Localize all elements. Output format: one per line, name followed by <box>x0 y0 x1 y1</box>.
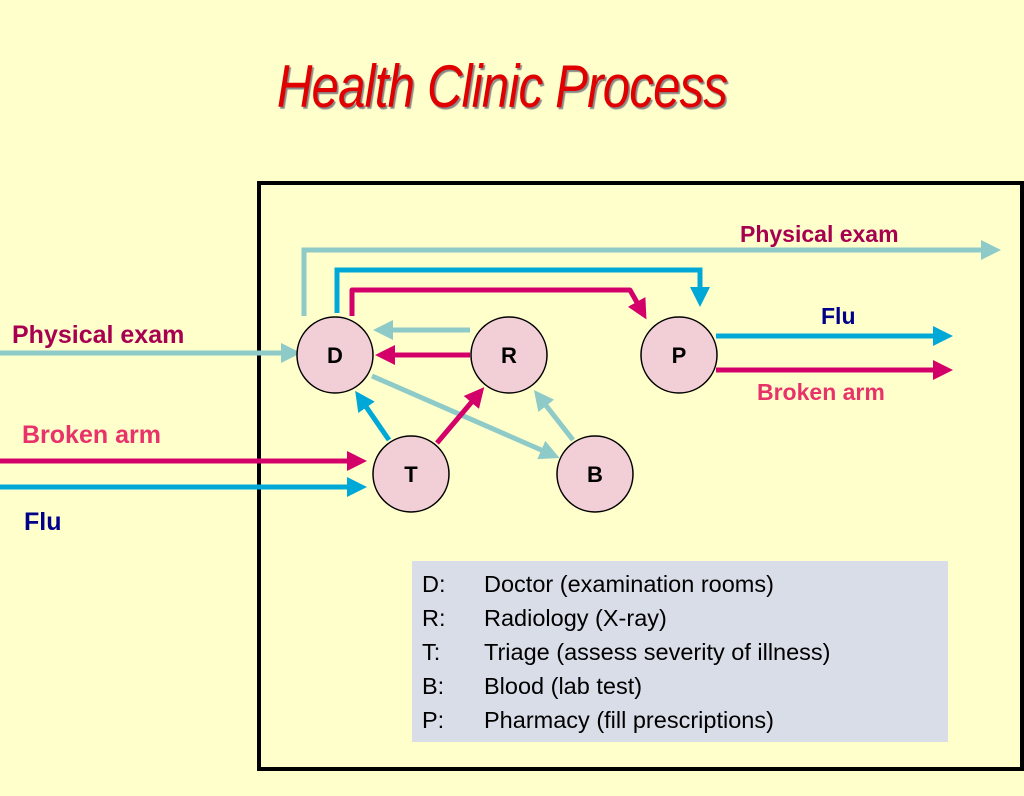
label-physical-exam-in: Physical exam <box>12 321 184 349</box>
node-doctor-label: D <box>327 343 343 368</box>
node-pharmacy-label: P <box>672 343 687 368</box>
node-pharmacy: P <box>640 316 718 394</box>
legend-text: Blood (lab test) <box>484 673 643 699</box>
legend-key: B: <box>422 673 445 699</box>
clinic-boundary <box>257 181 1024 771</box>
node-radiology-label: R <box>501 343 517 368</box>
arrow-b-to-r-physical <box>533 390 575 442</box>
legend-key: P: <box>422 707 445 733</box>
legend-row-triage: T: Triage (assess severity of illness) <box>422 637 948 671</box>
node-blood: B <box>556 435 634 513</box>
legend-row-pharmacy: P: Pharmacy (fill prescriptions) <box>422 705 948 739</box>
legend-key: T: <box>422 639 441 665</box>
legend-text: Pharmacy (fill prescriptions) <box>484 707 774 733</box>
arrow-d-to-b-physical <box>370 373 560 460</box>
legend-row-blood: B: Blood (lab test) <box>422 671 948 705</box>
legend-box: D: Doctor (examination rooms) R: Radiolo… <box>412 561 948 742</box>
node-triage-label: T <box>404 462 418 487</box>
arrow-d-to-p-broken <box>349 287 647 320</box>
arrow-t-to-r-broken <box>435 387 485 445</box>
physical-exam-outflow-arrow <box>301 240 1001 316</box>
label-flu-out: Flu <box>821 303 856 329</box>
arrow-d-to-p-flu <box>334 267 710 313</box>
label-broken-arm-in: Broken arm <box>22 421 161 449</box>
legend-row-radiology: R: Radiology (X-ray) <box>422 603 948 637</box>
legend-key: D: <box>422 571 446 597</box>
node-triage: T <box>372 435 450 513</box>
legend-row-doctor: D: Doctor (examination rooms) <box>422 569 948 603</box>
node-blood-label: B <box>587 462 603 487</box>
legend-text: Radiology (X-ray) <box>484 605 667 631</box>
legend-text: Doctor (examination rooms) <box>484 571 774 597</box>
label-physical-exam-out: Physical exam <box>740 221 899 247</box>
arrow-t-to-d-flu <box>355 390 392 442</box>
node-doctor: D <box>296 316 374 394</box>
label-flu-in: Flu <box>24 508 62 536</box>
label-broken-arm-out: Broken arm <box>757 379 885 405</box>
legend-text: Triage (assess severity of illness) <box>484 639 831 665</box>
node-radiology: R <box>470 316 548 394</box>
slide-title: Health Clinic Process <box>276 53 728 120</box>
legend-key: R: <box>422 605 446 631</box>
